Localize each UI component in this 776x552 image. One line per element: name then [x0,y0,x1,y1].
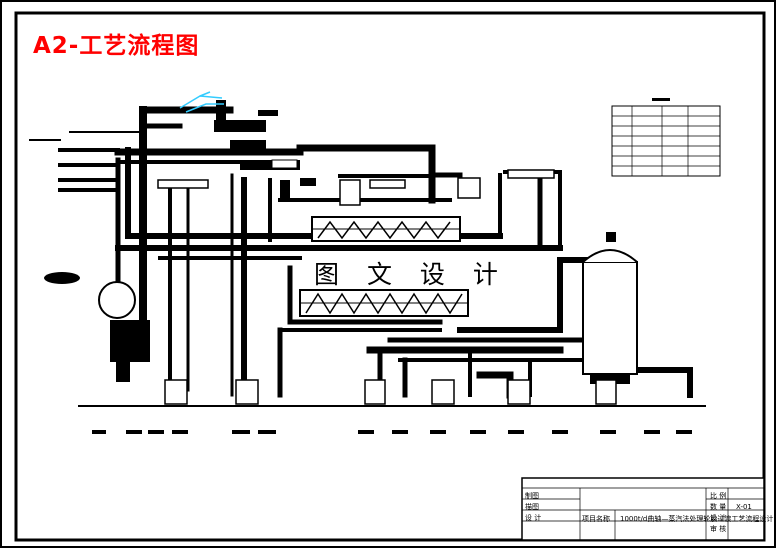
title-block-drawing-number: X-01 [736,503,752,511]
boiler [44,272,150,382]
title-block-left-1: 制图 [525,492,539,500]
watermark-text: 图 文 设 计 [314,260,508,289]
heat-exchangers [157,169,555,206]
title-block-project-label: 项目名称 [582,515,610,523]
title-block-left-3: 设 计 [525,514,542,522]
inner-frame [14,11,766,542]
screw-conveyor-lower [299,289,469,317]
drawing-title: A2-工艺流程图 [33,33,200,59]
title-block-left-2: 描图 [525,503,539,511]
legend-table [611,98,721,177]
title-block [521,477,765,541]
shredder-unit [214,100,316,200]
title-block-row-4: 审 核 [710,525,727,533]
title-block-row-3: 设 计 [710,514,727,522]
title-block-row-1: 比 例 [710,492,727,500]
foundation-markers [92,430,692,434]
spray-nozzle [179,91,224,113]
ground-equipment [164,379,617,405]
title-block-project-name: 1000t/d曲轴—蒸汽法处理轮胎过渡工艺流程设计 [620,515,774,523]
title-block-row-2: 数 量 [710,503,727,511]
screw-conveyor-upper [311,216,461,242]
reactor-vessel [582,232,638,384]
